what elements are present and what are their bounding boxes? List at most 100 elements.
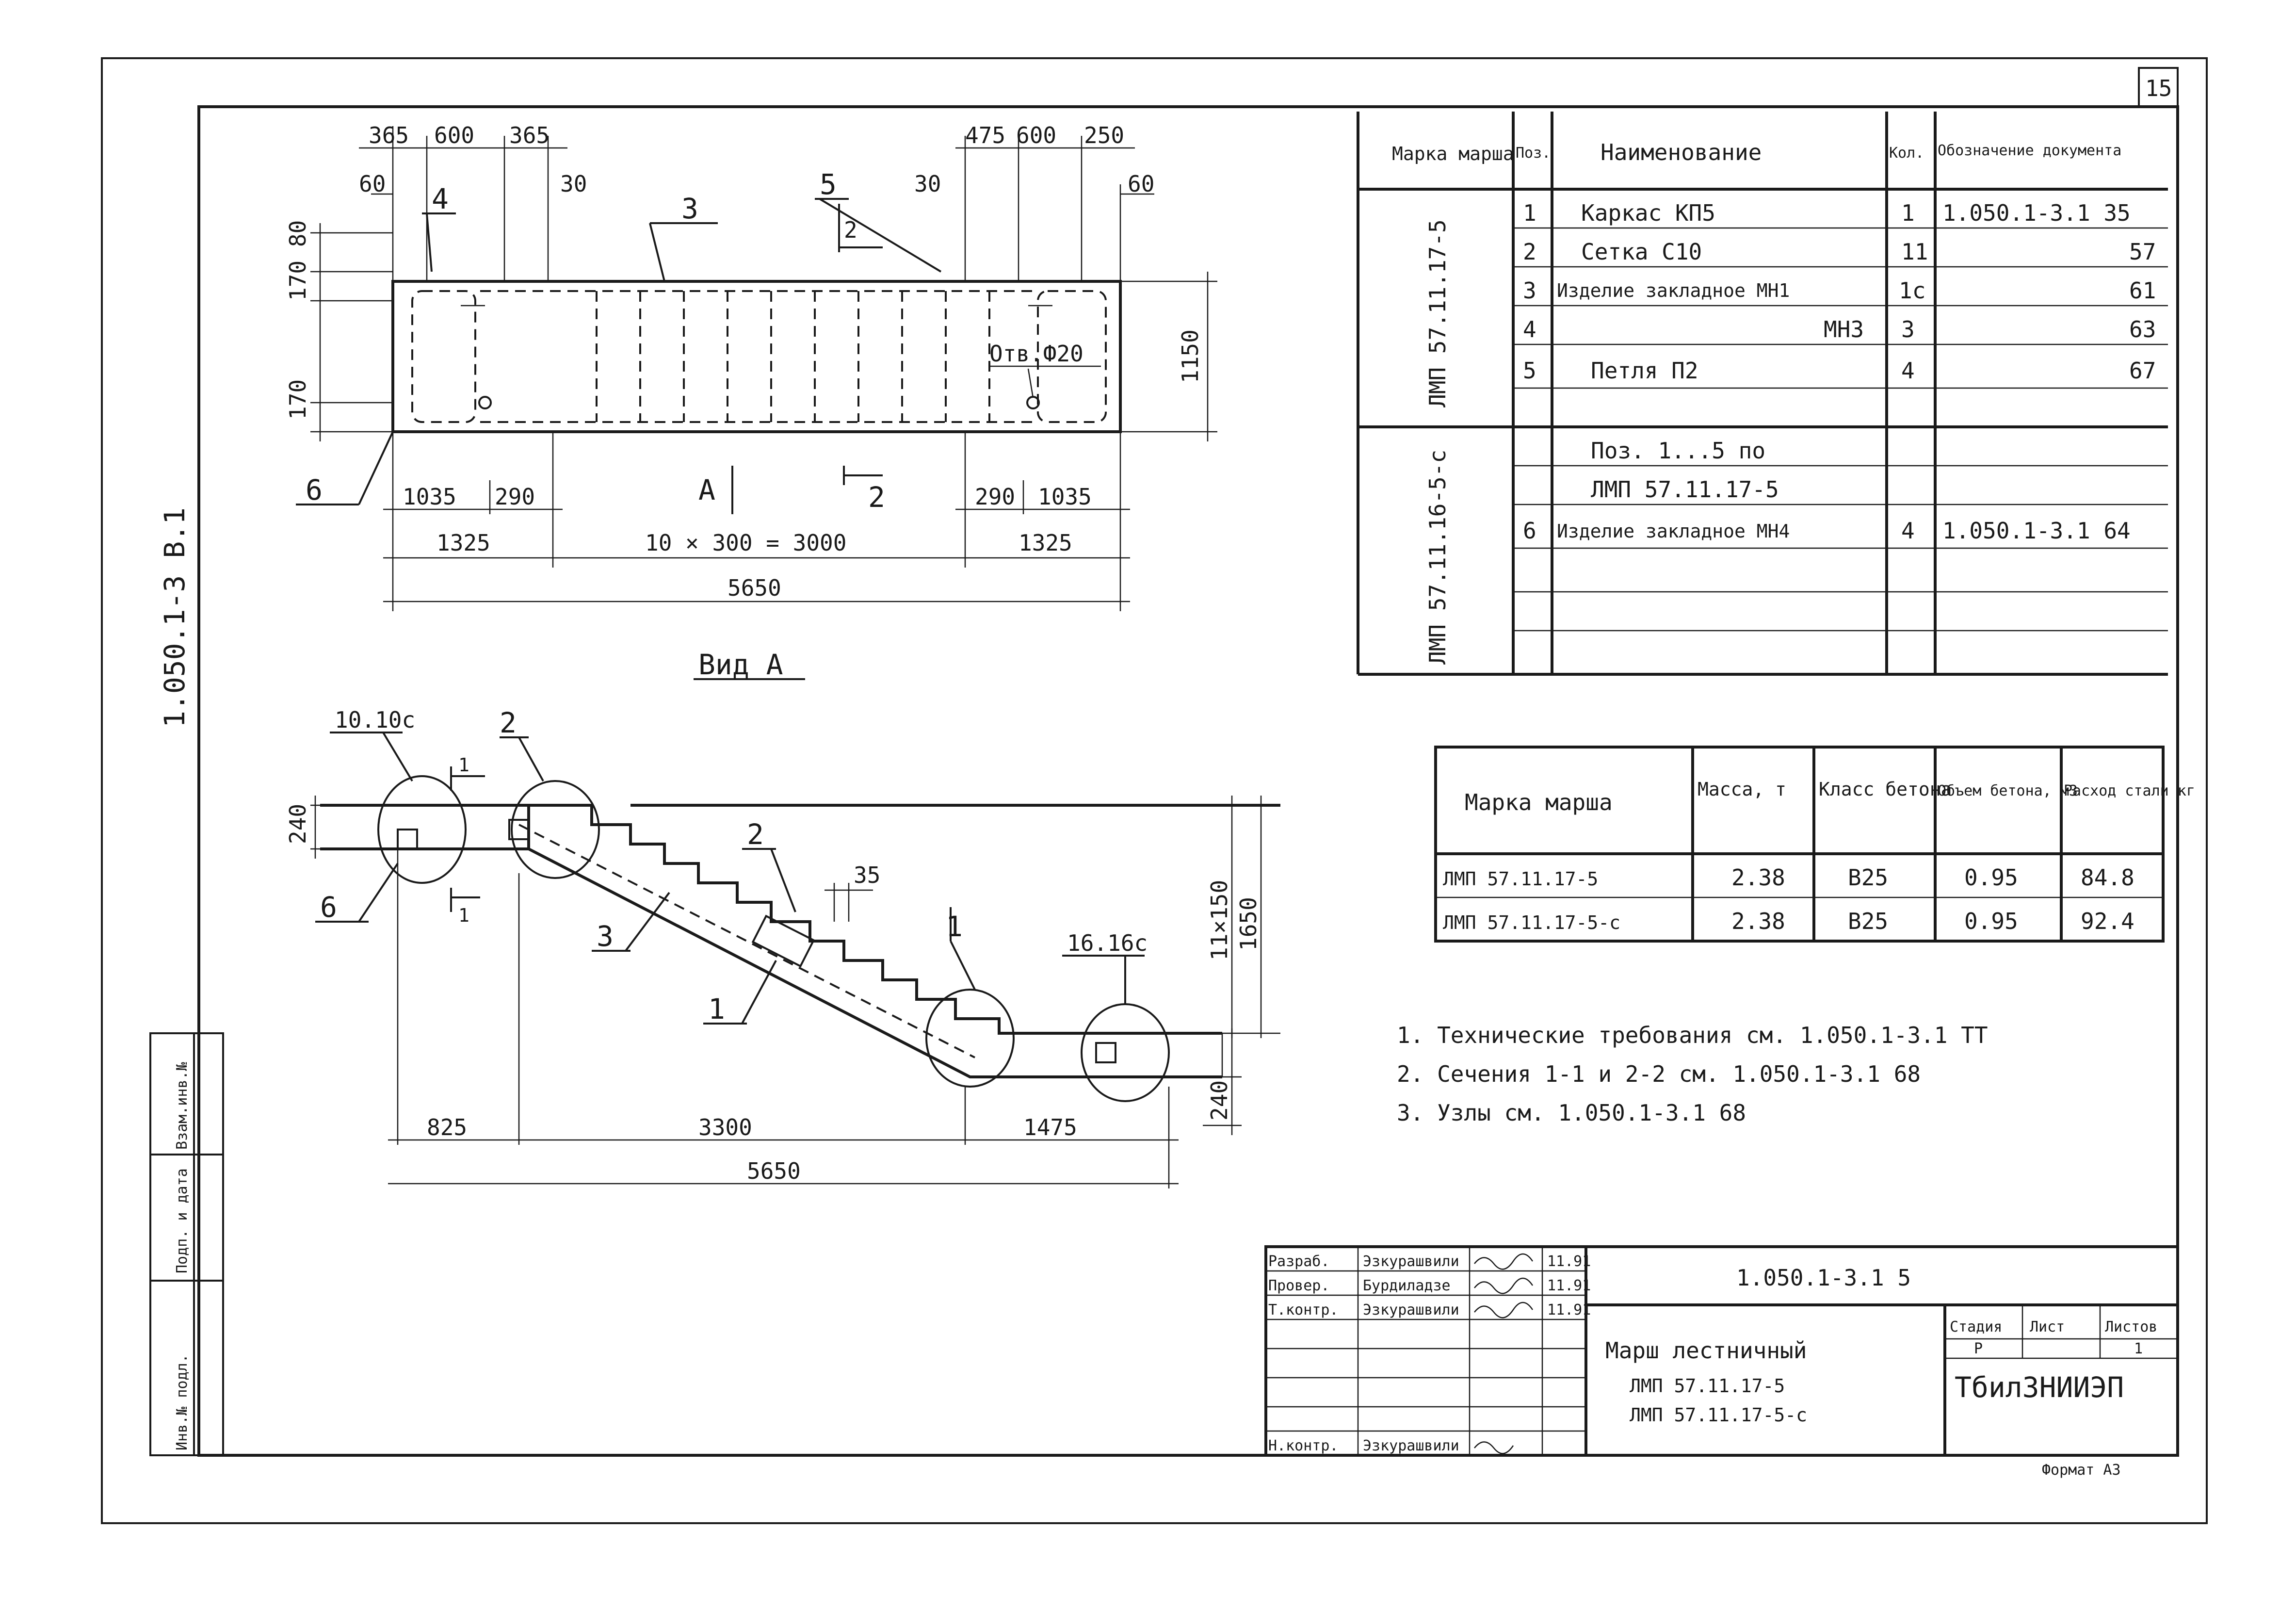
note-2: 2. Сечения 1-1 и 2-2 см. 1.050.1-3.1 68 — [1397, 1061, 1921, 1087]
plan-leader-5: 5 — [820, 168, 837, 201]
plan-leader-6: 6 — [306, 473, 323, 506]
stamp-replace-label: Взам.инв.№ — [174, 1062, 191, 1150]
spec-row: 3 Изделие закладное МН1 1с 61 — [1523, 277, 2156, 304]
signer-role: Н.контр. — [1268, 1437, 1339, 1454]
side-code: 1.050.1-3 В.1 — [158, 507, 191, 728]
spec-row: 5 Петля П2 4 67 — [1523, 358, 2156, 384]
plan-dim-bottom-290-left: 290 — [495, 484, 535, 510]
spec-row: 6 Изделие закладное МН4 4 1.050.1-3.1 64 — [1523, 518, 2131, 544]
spec-group1-mark: ЛМП 57.11.17-5 — [1424, 219, 1451, 407]
signature-scribble — [1474, 1302, 1534, 1318]
spec-row-name: Каркас КП5 — [1581, 200, 1715, 226]
outer-frame — [101, 57, 2208, 1524]
spec-row-pos: 2 — [1523, 239, 1536, 265]
plan-vertical-left-bottom: 170 — [285, 379, 311, 420]
elev-node-left: 10.10с — [335, 707, 415, 733]
elev-node-right: 16.16с — [1067, 930, 1148, 956]
spec-header-qty: Кол. — [1889, 145, 1924, 162]
elev-node-mid: 2 — [500, 706, 517, 739]
plan-view-mark: А — [698, 473, 715, 506]
spec-row: Поз. 1...5 по — [1591, 438, 1765, 464]
note-1: 1. Технические требования см. 1.050.1-3.… — [1397, 1022, 1988, 1048]
spec-row-pos: 1 — [1523, 200, 1536, 226]
spec-row-name: МН3 — [1824, 316, 1864, 342]
elev-dim-825: 825 — [427, 1114, 467, 1140]
spec-group2-mark: ЛМП 57.11.16-5-с — [1424, 450, 1451, 665]
spec-row-doc: 63 — [2129, 316, 2156, 342]
sheet-number-box — [2138, 67, 2179, 108]
signer-name: Эзкурашвили — [1363, 1253, 1459, 1270]
elev-dim-3300: 3300 — [698, 1114, 752, 1140]
elev-dim-35: 35 — [854, 862, 880, 888]
plan-dim-top-left-2: 600 — [434, 122, 474, 148]
signer-row: Н.контр. Эзкурашвили — [1268, 1437, 1459, 1454]
plan-view: 365 600 365 475 600 250 60 30 30 60 — [285, 122, 1217, 611]
spec-row-name: ЛМП 57.11.17-5 — [1591, 476, 1779, 503]
signer-row: Т.контр. Эзкурашвили 11.91 — [1268, 1302, 1591, 1318]
plan-dim-bottom-1325-right: 1325 — [1019, 530, 1072, 556]
signature-scribble — [1474, 1253, 1534, 1270]
elev-dim-total: 5650 — [747, 1158, 801, 1184]
signer-row: Разраб. Эзкурашвили 11.91 — [1268, 1253, 1591, 1270]
title-sheets-value: 1 — [2134, 1340, 2143, 1357]
elev-dim-240-bottom: 240 — [1206, 1080, 1232, 1121]
signer-row: Провер. Бурдиладзе 11.91 — [1268, 1277, 1591, 1294]
plan-dim-top-right-3: 250 — [1084, 122, 1124, 148]
signature-scribble — [1474, 1277, 1534, 1294]
title-sheet-header: Лист — [2030, 1318, 2065, 1335]
mass-row-class: В25 — [1848, 864, 1888, 891]
mass-row: ЛМП 57.11.17-5-с 2.38 В25 0.95 92.4 — [1443, 908, 2134, 934]
plan-dim-bottom-steps: 10 × 300 = 3000 — [645, 530, 846, 556]
notes: 1. Технические требования см. 1.050.1-3.… — [1397, 1022, 1988, 1126]
signer-name: Бурдиладзе — [1363, 1277, 1451, 1294]
mass-table: Марка марша Масса, т Класс бетона Объем … — [1434, 746, 2195, 943]
plan-dim-bottom-290-right: 290 — [975, 484, 1015, 510]
spec-row-pos: 6 — [1523, 518, 1536, 544]
signer-date: 11.91 — [1547, 1302, 1591, 1318]
spec-row-name: Изделие закладное МН4 — [1557, 521, 1790, 542]
mass-row-class: В25 — [1848, 908, 1888, 934]
spec-row-doc: 67 — [2129, 358, 2156, 384]
plan-edge-30-right: 30 — [914, 171, 941, 197]
spec-row-name: Изделие закладное МН1 — [1557, 280, 1790, 301]
signer-name: Эзкурашвили — [1363, 1302, 1459, 1318]
title-stage-value: Р — [1974, 1340, 1983, 1357]
spec-header-doc: Обозначение документа — [1938, 142, 2121, 159]
mass-header-class: Класс бетона — [1819, 779, 1952, 800]
elev-dim-1475: 1475 — [1023, 1114, 1077, 1140]
plan-edge-60-left: 60 — [359, 171, 386, 197]
spec-row-qty: 1с — [1899, 277, 1925, 304]
plan-height: 1150 — [1177, 329, 1203, 383]
spec-row-qty: 3 — [1901, 316, 1915, 342]
mass-row-mass: 2.38 — [1731, 908, 1785, 934]
spec-row: 1 Каркас КП5 1 1.050.1-3.1 35 — [1523, 200, 2131, 226]
spec-row-doc: 1.050.1-3.1 64 — [1942, 518, 2131, 544]
left-stamp: Инв.№ подл. Подп. и дата Взам.инв.№ — [149, 1032, 224, 1456]
spec-header-mark: Марка марша — [1392, 143, 1514, 164]
spec-row-qty: 4 — [1901, 518, 1915, 544]
title-line-3: ЛМП 57.11.17-5-с — [1630, 1404, 1807, 1426]
mass-header-volume: Объем бетона, м3 — [1938, 782, 2078, 799]
spec-table: Марка марша Поз. Наименование Кол. Обозн… — [1357, 112, 2168, 676]
elev-dim-steps: 11×150 — [1206, 880, 1232, 960]
spec-row: 2 Сетка С10 11 57 — [1523, 239, 2156, 265]
spec-header-name: Наименование — [1601, 139, 1762, 165]
view-title: Вид А — [698, 648, 783, 681]
elev-section-mark-bottom: 1 — [458, 905, 469, 926]
spec-row-pos: 4 — [1523, 316, 1536, 342]
elev-leader-6: 6 — [320, 891, 337, 924]
spec-row-doc: 57 — [2129, 239, 2156, 265]
elev-leader-1: 1 — [708, 993, 725, 1025]
spec-row-doc: 1.050.1-3.1 35 — [1942, 200, 2131, 226]
plan-edge-30-left: 30 — [560, 171, 587, 197]
mass-row-mark: ЛМП 57.11.17-5 — [1443, 868, 1598, 890]
title-block: 1.050.1-3.1 5 Марш лестничный ЛМП 57.11.… — [1264, 1245, 2179, 1479]
title-stage-header: Стадия — [1950, 1318, 2002, 1335]
spec-row: ЛМП 57.11.17-5 — [1591, 476, 1779, 503]
spec-row-qty: 1 — [1901, 200, 1915, 226]
signer-role: Провер. — [1268, 1277, 1329, 1294]
spec-row-name: Петля П2 — [1591, 358, 1698, 384]
plan-dim-top-right-2: 600 — [1016, 122, 1056, 148]
title-org: ТбилЗНИИЭП — [1955, 1371, 2124, 1404]
